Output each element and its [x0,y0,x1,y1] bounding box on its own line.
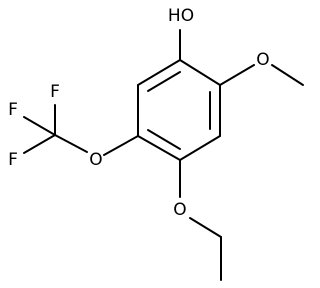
methoxy-oxygen-label: O [256,50,269,70]
trifluoromethoxy-oxygen-label: O [89,150,102,170]
chemical-structure-diagram: HO O O O F F F [8,6,304,281]
ring-bond-c4-c5 [137,135,181,161]
fluorine-middle-label: F [8,100,18,120]
bond-cf3-to-fluorine-middle [23,116,56,136]
ring-bond-c6-c1 [137,59,181,86]
bond-ring-to-trifluoromethoxy-oxygen [103,135,139,156]
bond-cf3-to-fluorine-bottom [23,134,56,154]
ring-inner-double-bond-bottom-left [147,129,181,150]
ring-bond-c3-c4 [179,135,221,161]
bond-ethoxy-oxygen-to-ch2 [189,217,222,238]
fluorine-bottom-label: F [8,150,18,170]
bond-ring-to-methoxy-oxygen [219,64,255,86]
ethoxy-oxygen-label: O [173,200,186,220]
ring-bond-c1-c2 [179,59,221,86]
bond-methoxy-oxygen-to-methyl [271,64,304,86]
hydroxyl-label: HO [168,6,194,26]
ring-inner-double-bond-top-left [147,71,181,92]
bond-trifluoromethoxy-oxygen-to-cf3 [54,134,88,153]
fluorine-top-label: F [50,82,60,102]
